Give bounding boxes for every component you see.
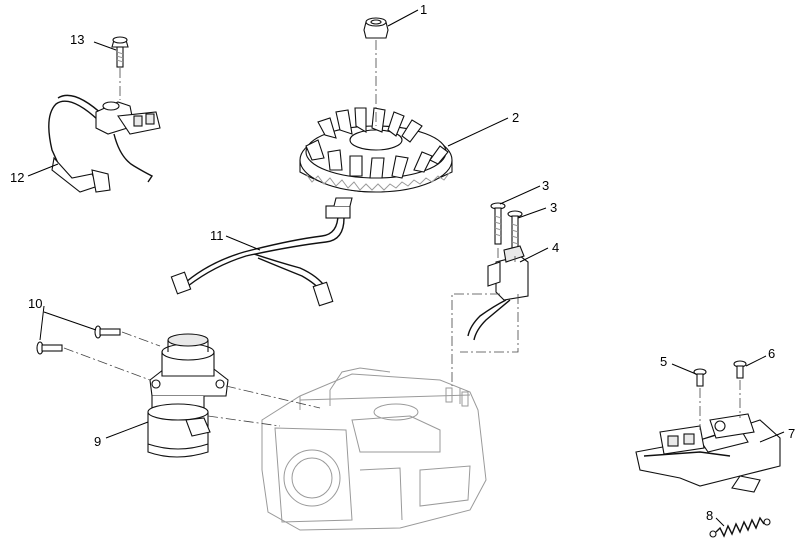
callout-12: 12 bbox=[10, 170, 24, 185]
callout-13: 13 bbox=[70, 32, 84, 47]
ignition-module-part bbox=[467, 245, 529, 341]
spring-part bbox=[709, 516, 771, 538]
ignition-coil-part bbox=[48, 94, 161, 193]
callout-1: 1 bbox=[420, 2, 427, 17]
wire-harness-part bbox=[170, 197, 353, 307]
callout-5: 5 bbox=[660, 354, 667, 369]
callout-3-lower: 3 bbox=[550, 200, 557, 215]
coil-bolt-part bbox=[111, 36, 129, 68]
callout-10: 10 bbox=[28, 296, 42, 311]
starter-bolt-upper-part bbox=[94, 325, 121, 339]
starter-bolt-lower-part bbox=[36, 341, 63, 355]
bracket-screw-6-part bbox=[733, 360, 747, 379]
bracket-screw-5-part bbox=[693, 368, 707, 387]
ignition-bolt-right-part bbox=[507, 210, 523, 253]
callout-9: 9 bbox=[94, 434, 101, 449]
flywheel-part bbox=[299, 107, 453, 193]
starter-motor-part bbox=[147, 333, 229, 458]
callout-11: 11 bbox=[210, 228, 224, 243]
callout-4: 4 bbox=[552, 240, 559, 255]
callout-8: 8 bbox=[706, 508, 713, 523]
callout-labels: 1 2 3 3 4 5 6 7 8 9 10 11 12 13 bbox=[10, 2, 795, 523]
callout-leaders bbox=[27, 9, 785, 527]
callout-3-upper: 3 bbox=[542, 178, 549, 193]
callout-6: 6 bbox=[768, 346, 775, 361]
control-bracket-part bbox=[635, 413, 781, 493]
callout-7: 7 bbox=[788, 426, 795, 441]
callout-2: 2 bbox=[512, 110, 519, 125]
flywheel-nut-part bbox=[363, 17, 389, 39]
ignition-bolt-left-part bbox=[490, 202, 506, 245]
engine-crankcase bbox=[261, 367, 487, 531]
